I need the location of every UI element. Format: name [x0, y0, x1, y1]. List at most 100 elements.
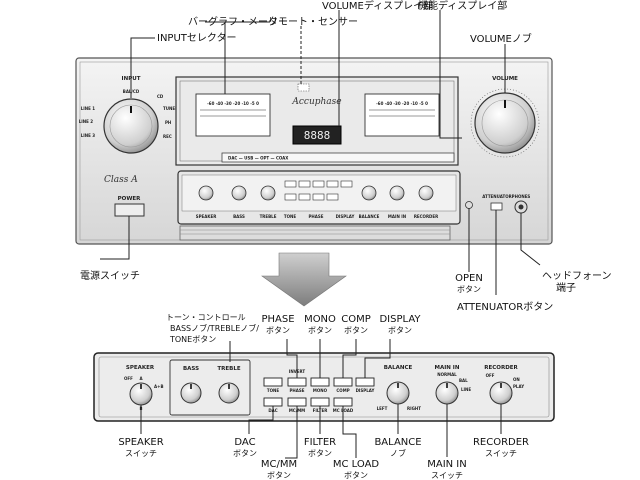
- zoom-arrow: [261, 252, 347, 307]
- bass-panel-label: BASS: [183, 366, 199, 372]
- volume-display-digits: 8888: [304, 129, 331, 142]
- bass-knob[interactable]: [180, 382, 202, 404]
- comp-label-2: ボタン: [344, 326, 368, 335]
- speaker-knob[interactable]: [129, 382, 153, 406]
- balance-knob[interactable]: [386, 381, 410, 405]
- dac-label-2: ボタン: [233, 449, 257, 458]
- mcmm-label-1: MC/MM: [261, 459, 297, 470]
- mcmm-label-2: ボタン: [267, 471, 291, 480]
- main-in-normal-mark: NORMAL: [437, 372, 457, 377]
- svg-text:CD: CD: [157, 94, 164, 99]
- recorder-off-mark: OFF: [486, 373, 495, 378]
- mono-button[interactable]: [310, 377, 330, 387]
- svg-text:DISPLAY: DISPLAY: [336, 214, 355, 219]
- balance-left-mark: LEFT: [377, 406, 388, 411]
- treble-knob[interactable]: [218, 382, 240, 404]
- display-button-text: DISPLAY: [356, 388, 375, 393]
- mcmm-button[interactable]: [287, 397, 307, 407]
- bargraph-meter-label: バーグラフ・メーター: [188, 15, 288, 28]
- right-bargraph-meter: [364, 93, 440, 137]
- function-display-label: 機能ディスプレイ部: [418, 0, 507, 12]
- main-in-line-mark: LINE: [461, 387, 471, 392]
- comp-button-text: COMP: [336, 388, 349, 393]
- balance-label-1: BALANCE: [374, 437, 421, 448]
- tone-control-label-2: BASSノブ/TREBLEノブ/: [170, 323, 259, 333]
- attenuator-button-label: ATTENUATORボタン: [457, 301, 553, 313]
- display-label-2: ボタン: [388, 326, 412, 335]
- svg-text:LINE 1: LINE 1: [81, 106, 96, 111]
- recorder-label-2: スイッチ: [485, 449, 517, 458]
- svg-text:TREBLE: TREBLE: [260, 214, 277, 219]
- subpanel-labels: SPEAKER BASS TREBLE TONE PHASE DISPLAY B…: [196, 214, 438, 219]
- main-in-label-1: MAIN IN: [427, 459, 467, 470]
- power-switch[interactable]: [114, 203, 145, 217]
- speaker-label-1: SPEAKER: [118, 437, 163, 448]
- main-in-label-2: スイッチ: [431, 471, 463, 480]
- recorder-on-mark: ON: [513, 377, 520, 382]
- treble-panel-label: TREBLE: [217, 366, 240, 372]
- zoomed-control-panel: [93, 352, 555, 422]
- bottom-callout-lines: [140, 339, 502, 459]
- input-selector-label: INPUTセレクター: [157, 32, 237, 44]
- comp-button[interactable]: [333, 377, 353, 387]
- left-bargraph-meter: [195, 93, 271, 137]
- headphone-jack-label-2: 端子: [556, 281, 576, 294]
- phase-button[interactable]: [287, 377, 307, 387]
- mcload-label-2: ボタン: [344, 471, 368, 480]
- main-in-bal-mark: BAL: [459, 378, 468, 383]
- input-selector-knob[interactable]: [103, 98, 159, 154]
- speaker-panel-label: SPEAKER: [126, 365, 155, 371]
- svg-text:LINE 2: LINE 2: [79, 119, 94, 124]
- function-display: [221, 152, 455, 163]
- volume-knob[interactable]: [474, 92, 536, 154]
- mono-label-1: MONO: [304, 314, 336, 325]
- recorder-panel-label: RECORDER: [484, 365, 518, 371]
- main-in-switch[interactable]: [435, 381, 459, 405]
- svg-text:BALANCE: BALANCE: [359, 214, 380, 219]
- function-display-text: DAC — USB — OPT — COAX: [228, 156, 288, 161]
- volume-display-label: VOLUMEディスプレイ部: [322, 0, 433, 12]
- comp-label-1: COMP: [341, 314, 371, 325]
- power-switch-label: 電源スイッチ: [80, 269, 140, 282]
- mcload-label-1: MC LOAD: [333, 459, 380, 470]
- svg-text:TUNER: TUNER: [163, 106, 178, 111]
- brand-logo: Accuphase: [291, 97, 341, 107]
- svg-text:BASS: BASS: [233, 214, 245, 219]
- headphone-jack[interactable]: [514, 200, 528, 214]
- tone-control-label-3: TONEボタン: [169, 335, 216, 344]
- speaker-label-2: スイッチ: [125, 449, 157, 458]
- svg-text:REC: REC: [163, 134, 172, 139]
- power-label: POWER: [118, 196, 142, 202]
- class-a-logo: Class A: [104, 175, 138, 185]
- svg-text:SPEAKER: SPEAKER: [196, 214, 217, 219]
- balance-right-mark: RIGHT: [407, 406, 421, 411]
- display-button[interactable]: [355, 377, 375, 387]
- top-callout-lines: [100, 10, 541, 295]
- left-meter-scale: -60 -40 -30 -20 -10 -5 0: [207, 101, 259, 106]
- filter-button[interactable]: [310, 397, 330, 407]
- recorder-switch[interactable]: [489, 381, 513, 405]
- phase-label-2: ボタン: [266, 326, 290, 335]
- filter-label-2: ボタン: [308, 449, 332, 458]
- speaker-ab-mark: A+B: [154, 384, 164, 389]
- mcload-button[interactable]: [333, 397, 353, 407]
- speaker-off-mark: OFF: [124, 376, 133, 381]
- svg-text:RECORDER: RECORDER: [414, 214, 438, 219]
- headphone-jack-label-1: ヘッドフォーン: [542, 271, 612, 282]
- volume-display: [292, 125, 342, 145]
- recorder-play-mark: PLAY: [513, 384, 524, 389]
- tone-button-text: TONE: [267, 388, 279, 393]
- attenuator-button[interactable]: [490, 202, 503, 211]
- phase-button-text: PHASE: [290, 388, 305, 393]
- open-button[interactable]: [465, 201, 473, 209]
- main-in-panel-label: MAIN IN: [435, 365, 460, 371]
- dac-button[interactable]: [263, 397, 283, 407]
- phase-label-1: PHASE: [261, 314, 294, 325]
- balance-panel-label: BALANCE: [384, 365, 413, 371]
- tone-button[interactable]: [263, 377, 283, 387]
- remote-sensor-window: [297, 83, 310, 92]
- mono-button-text: MONO: [313, 388, 328, 393]
- recorder-label-1: RECORDER: [473, 437, 529, 448]
- remote-sensor-label: リモート・センサー: [268, 16, 358, 28]
